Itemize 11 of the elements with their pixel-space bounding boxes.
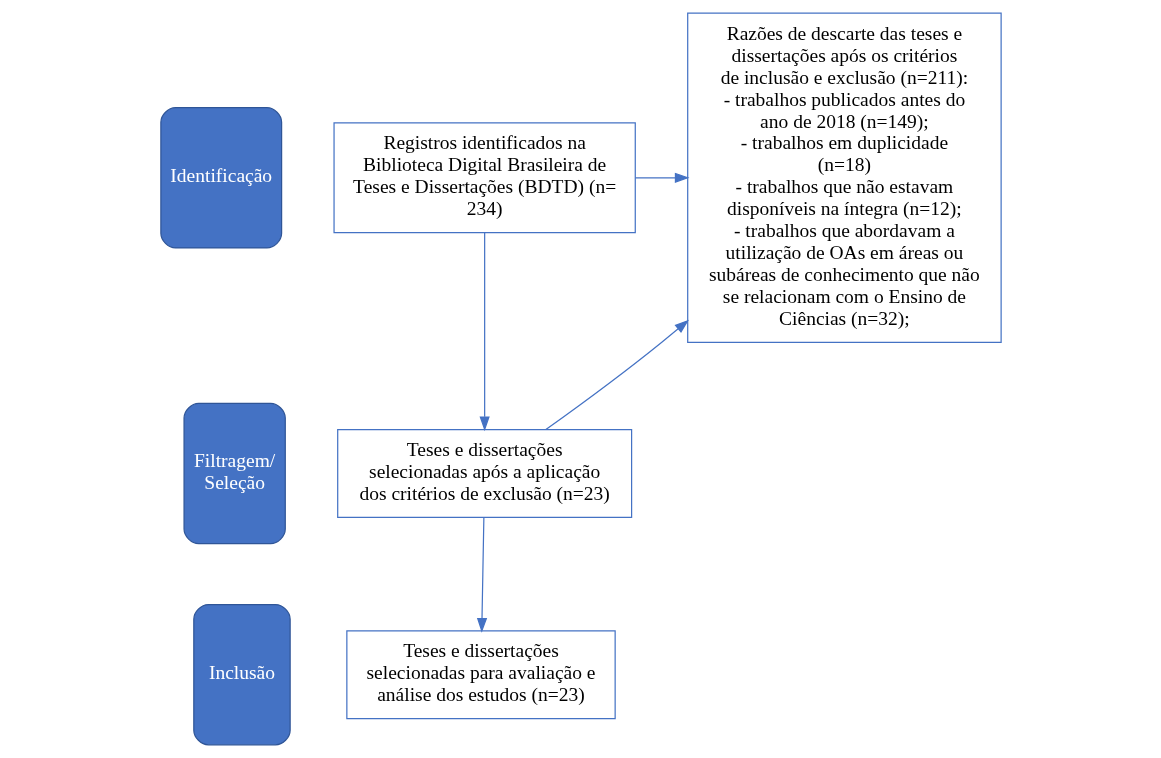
node-box: Teses e dissertações selecionadas após a aplicação dos critérios de exclusão (n=23) bbox=[336, 429, 632, 518]
node-box: Razões de descarte das teses e dissertações após os critérios de inclusão e exclusão (n=211): - trabalhos publicados antes do ano de 2018 (n=149); - trabalhos em duplicidade (n=18) - trabalhos que não estavam disponíveis na íntegra (n=12); - trabalhos que abordavam a utilização de OAs em áreas ou subáreas de conhecimento que não se relacionam com o Ensino de Ciências (n=32); bbox=[686, 12, 1002, 344]
arrow bbox=[479, 232, 490, 432]
node-box: Teses e dissertações selecionadas para avaliação e análise dos estudos (n=23) bbox=[345, 630, 616, 720]
arrow bbox=[476, 517, 487, 633]
node-box: Inclusão bbox=[192, 604, 291, 746]
node-box: Registros identificados na Biblioteca Digital Brasileira de Teses e Dissertações (BDTD) (n= 234) bbox=[332, 122, 636, 234]
node-box: Identificação bbox=[159, 107, 282, 249]
node-box: Filtragem/ Seleção bbox=[182, 402, 286, 545]
arrow bbox=[634, 172, 689, 183]
arrow bbox=[544, 319, 689, 431]
